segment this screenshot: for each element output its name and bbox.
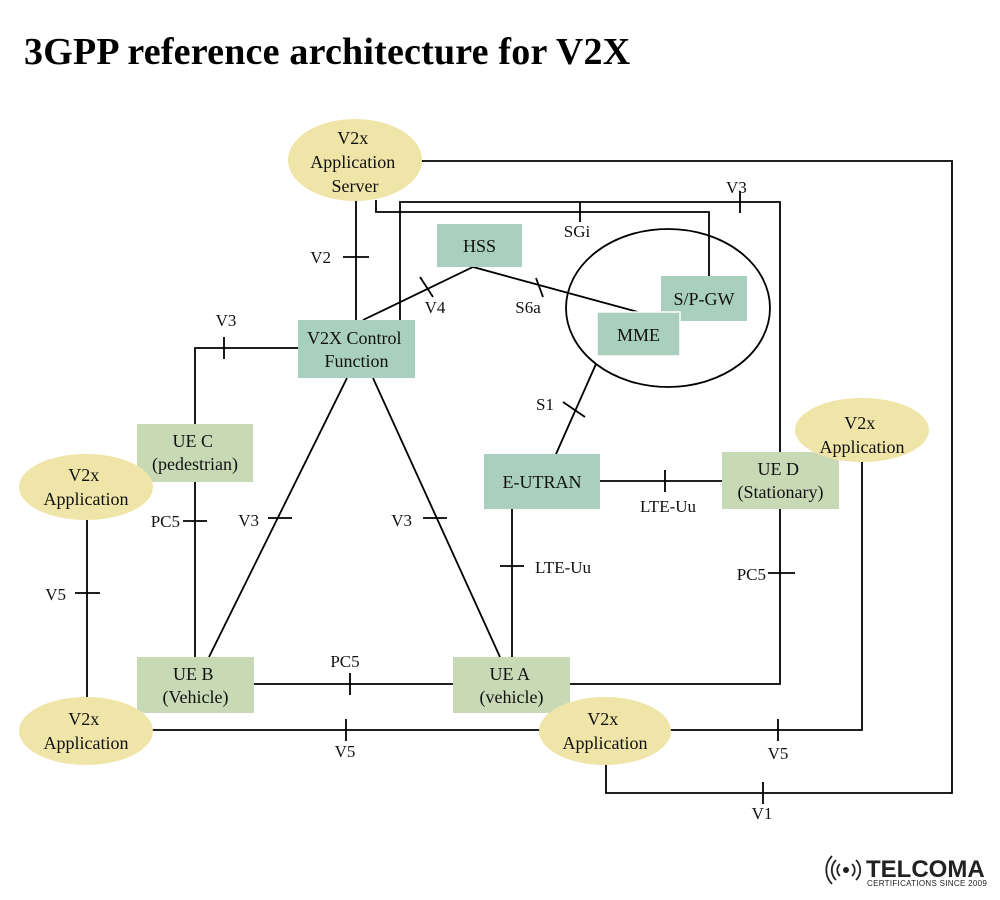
label-v5-left: V5 <box>45 585 66 604</box>
label-v3-top: V3 <box>726 178 747 197</box>
spgw-label: S/P-GW <box>673 289 734 309</box>
hss-label: HSS <box>463 236 496 256</box>
link-v3-top <box>399 201 781 452</box>
logo-tagline: CERTIFICATIONS SINCE 2009 <box>867 879 987 888</box>
tick-v4 <box>419 276 434 298</box>
link-v3-left <box>194 347 298 424</box>
v2x-application-left-label: V2x Application <box>44 465 129 509</box>
label-lte-uu-a: LTE-Uu <box>535 558 592 577</box>
label-v5-right: V5 <box>768 744 789 763</box>
v2x-application-right-node[interactable]: V2x Application <box>795 398 929 462</box>
label-sgi: SGi <box>564 222 591 241</box>
eutran-label: E-UTRAN <box>503 472 582 492</box>
v2x-control-function-node[interactable]: V2X Control Function <box>298 320 415 378</box>
telcoma-logo: TELCOMA CERTIFICATIONS SINCE 2009 <box>825 855 987 888</box>
ue-c-node[interactable]: UE C (pedestrian) <box>137 424 253 482</box>
ue-b-label: UE B (Vehicle) <box>163 664 229 708</box>
ue-b-node[interactable]: UE B (Vehicle) <box>137 657 254 713</box>
v2x-application-bottom-mid-label: V2x Application <box>563 709 648 753</box>
ue-d-label: UE D (Stationary) <box>738 459 824 503</box>
link-v5-right <box>668 458 863 731</box>
label-pc5-bottom: PC5 <box>330 652 359 671</box>
label-lte-uu-d: LTE-Uu <box>640 497 697 516</box>
signal-waves-icon <box>825 855 862 885</box>
applications: V2x Application Server V2x Application V… <box>19 119 929 765</box>
link-sgi <box>375 200 710 276</box>
epc-circle <box>565 228 771 388</box>
label-v3-left: V3 <box>216 311 237 330</box>
label-v1: V1 <box>752 804 773 823</box>
v2x-application-server-node[interactable]: V2x Application Server <box>288 119 422 201</box>
label-pc5-left: PC5 <box>151 512 180 531</box>
interface-ticks <box>75 191 795 804</box>
entities: HSS V2X Control Function S/P-GW MME E-UT… <box>137 224 839 713</box>
logo-name: TELCOMA <box>866 856 985 883</box>
ue-a-label: UE A (vehicle) <box>480 664 544 708</box>
mme-label: MME <box>617 325 660 345</box>
label-v2: V2 <box>310 248 331 267</box>
label-v4: V4 <box>425 298 446 317</box>
tick-s1 <box>562 401 586 418</box>
v2x-application-bottom-left-label: V2x Application <box>44 709 129 753</box>
label-pc5-right: PC5 <box>737 565 766 584</box>
v2x-application-bottom-left-node[interactable]: V2x Application <box>19 697 153 765</box>
ue-c-label: UE C (pedestrian) <box>152 431 238 475</box>
mme-node[interactable]: MME <box>596 311 681 357</box>
v2x-application-right-label: V2x Application <box>820 413 905 457</box>
label-v3-cf-ueb: V3 <box>238 511 259 530</box>
v2x-application-left-node[interactable]: V2x Application <box>19 454 153 520</box>
v2x-application-server-label: V2x Application Server <box>310 128 399 196</box>
tick-s6a <box>535 277 544 298</box>
link-s1 <box>555 363 597 455</box>
link-pc5-right <box>570 509 781 685</box>
hss-node[interactable]: HSS <box>437 224 522 267</box>
ue-d-node[interactable]: UE D (Stationary) <box>722 452 839 509</box>
eutran-node[interactable]: E-UTRAN <box>484 454 600 509</box>
interface-labels: V2 V3 SGi V3 V4 S6a S1 PC5 V3 V3 LTE-Uu … <box>45 178 788 823</box>
label-v3-cf-uea: V3 <box>391 511 412 530</box>
v2x-application-bottom-mid-node[interactable]: V2x Application <box>539 697 671 765</box>
label-s1: S1 <box>536 395 554 414</box>
link-v1 <box>420 160 953 794</box>
v2x-control-function-label: V2X Control Function <box>307 328 406 371</box>
page-title: 3GPP reference architecture for V2X <box>24 31 631 73</box>
ue-a-node[interactable]: UE A (vehicle) <box>453 657 570 713</box>
label-v5-bottom: V5 <box>335 742 356 761</box>
label-s6a: S6a <box>515 298 541 317</box>
